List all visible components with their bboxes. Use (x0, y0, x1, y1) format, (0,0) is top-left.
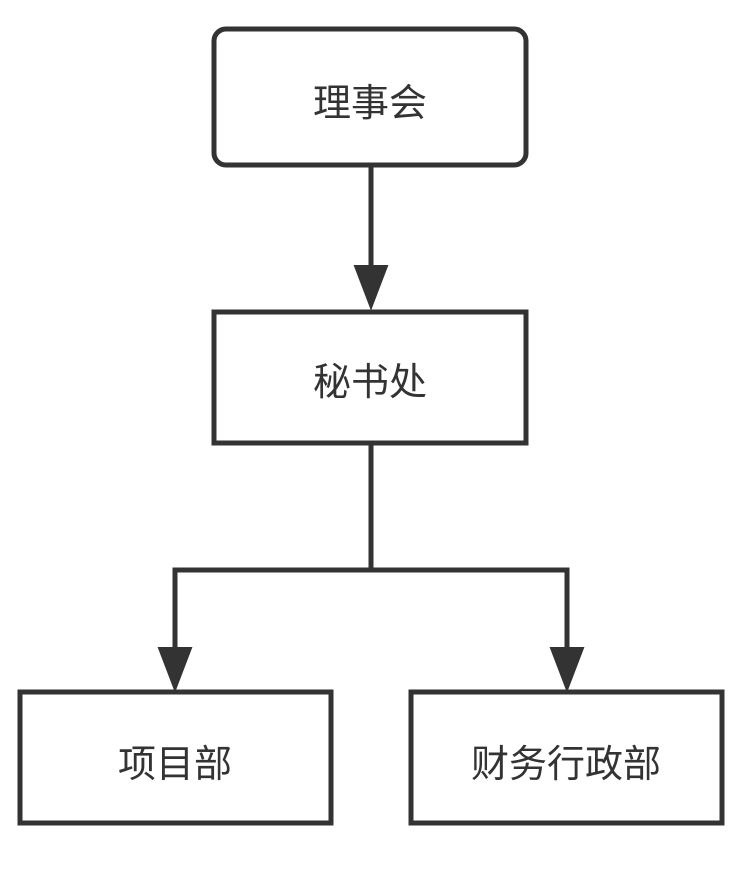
nodes: 理事会 秘书处 项目部 财务行政部 (17, 26, 725, 826)
node-label-projects: 项目部 (118, 742, 232, 786)
node-secretariat: 秘书处 (211, 309, 529, 446)
edge-secretariat-to-finance-admin (371, 567, 585, 693)
arrow-head-icon (353, 265, 389, 311)
edge-board-to-secretariat (353, 166, 389, 311)
node-finance-admin: 财务行政部 (408, 689, 725, 826)
edges (157, 166, 585, 693)
node-box (211, 309, 529, 446)
arrow-head-icon (549, 647, 585, 693)
edge-line (371, 567, 570, 650)
node-projects: 项目部 (17, 689, 334, 826)
node-label-board: 理事会 (313, 81, 427, 125)
arrow-head-icon (157, 647, 193, 693)
node-box (211, 26, 529, 168)
node-box (408, 689, 725, 826)
node-board: 理事会 (211, 26, 529, 168)
node-label-secretariat: 秘书处 (313, 360, 427, 404)
node-box (17, 689, 334, 826)
edge-line (172, 567, 371, 650)
node-label-finance-admin: 财务行政部 (471, 742, 661, 786)
edge-secretariat-to-projects (157, 567, 371, 693)
